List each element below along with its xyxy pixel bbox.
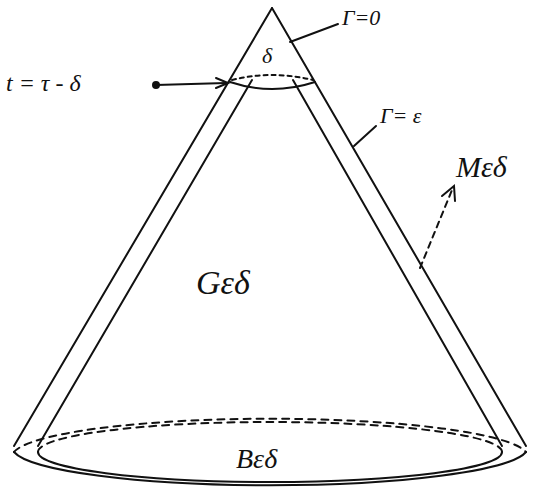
delta-label: δ [262,44,272,68]
boundary-label: Γ= ε [380,104,422,128]
pointer-head [216,78,228,88]
cap-arc [232,75,313,80]
region-label: Bεδ [236,444,277,475]
boundary-label: Γ=0 [342,6,380,30]
leader-arrow [420,190,452,268]
cone-outline [272,8,526,446]
leader-head [442,186,455,201]
time-label: t = τ - δ [6,70,81,96]
inner-cone [38,80,252,446]
cap-arc [230,82,315,89]
region-label: Gεδ [196,264,250,301]
leader-line [290,24,338,42]
inner-cone [293,80,502,446]
region-label: Mεδ [456,150,507,183]
leader-line [354,126,376,146]
pointer-line [156,83,226,85]
